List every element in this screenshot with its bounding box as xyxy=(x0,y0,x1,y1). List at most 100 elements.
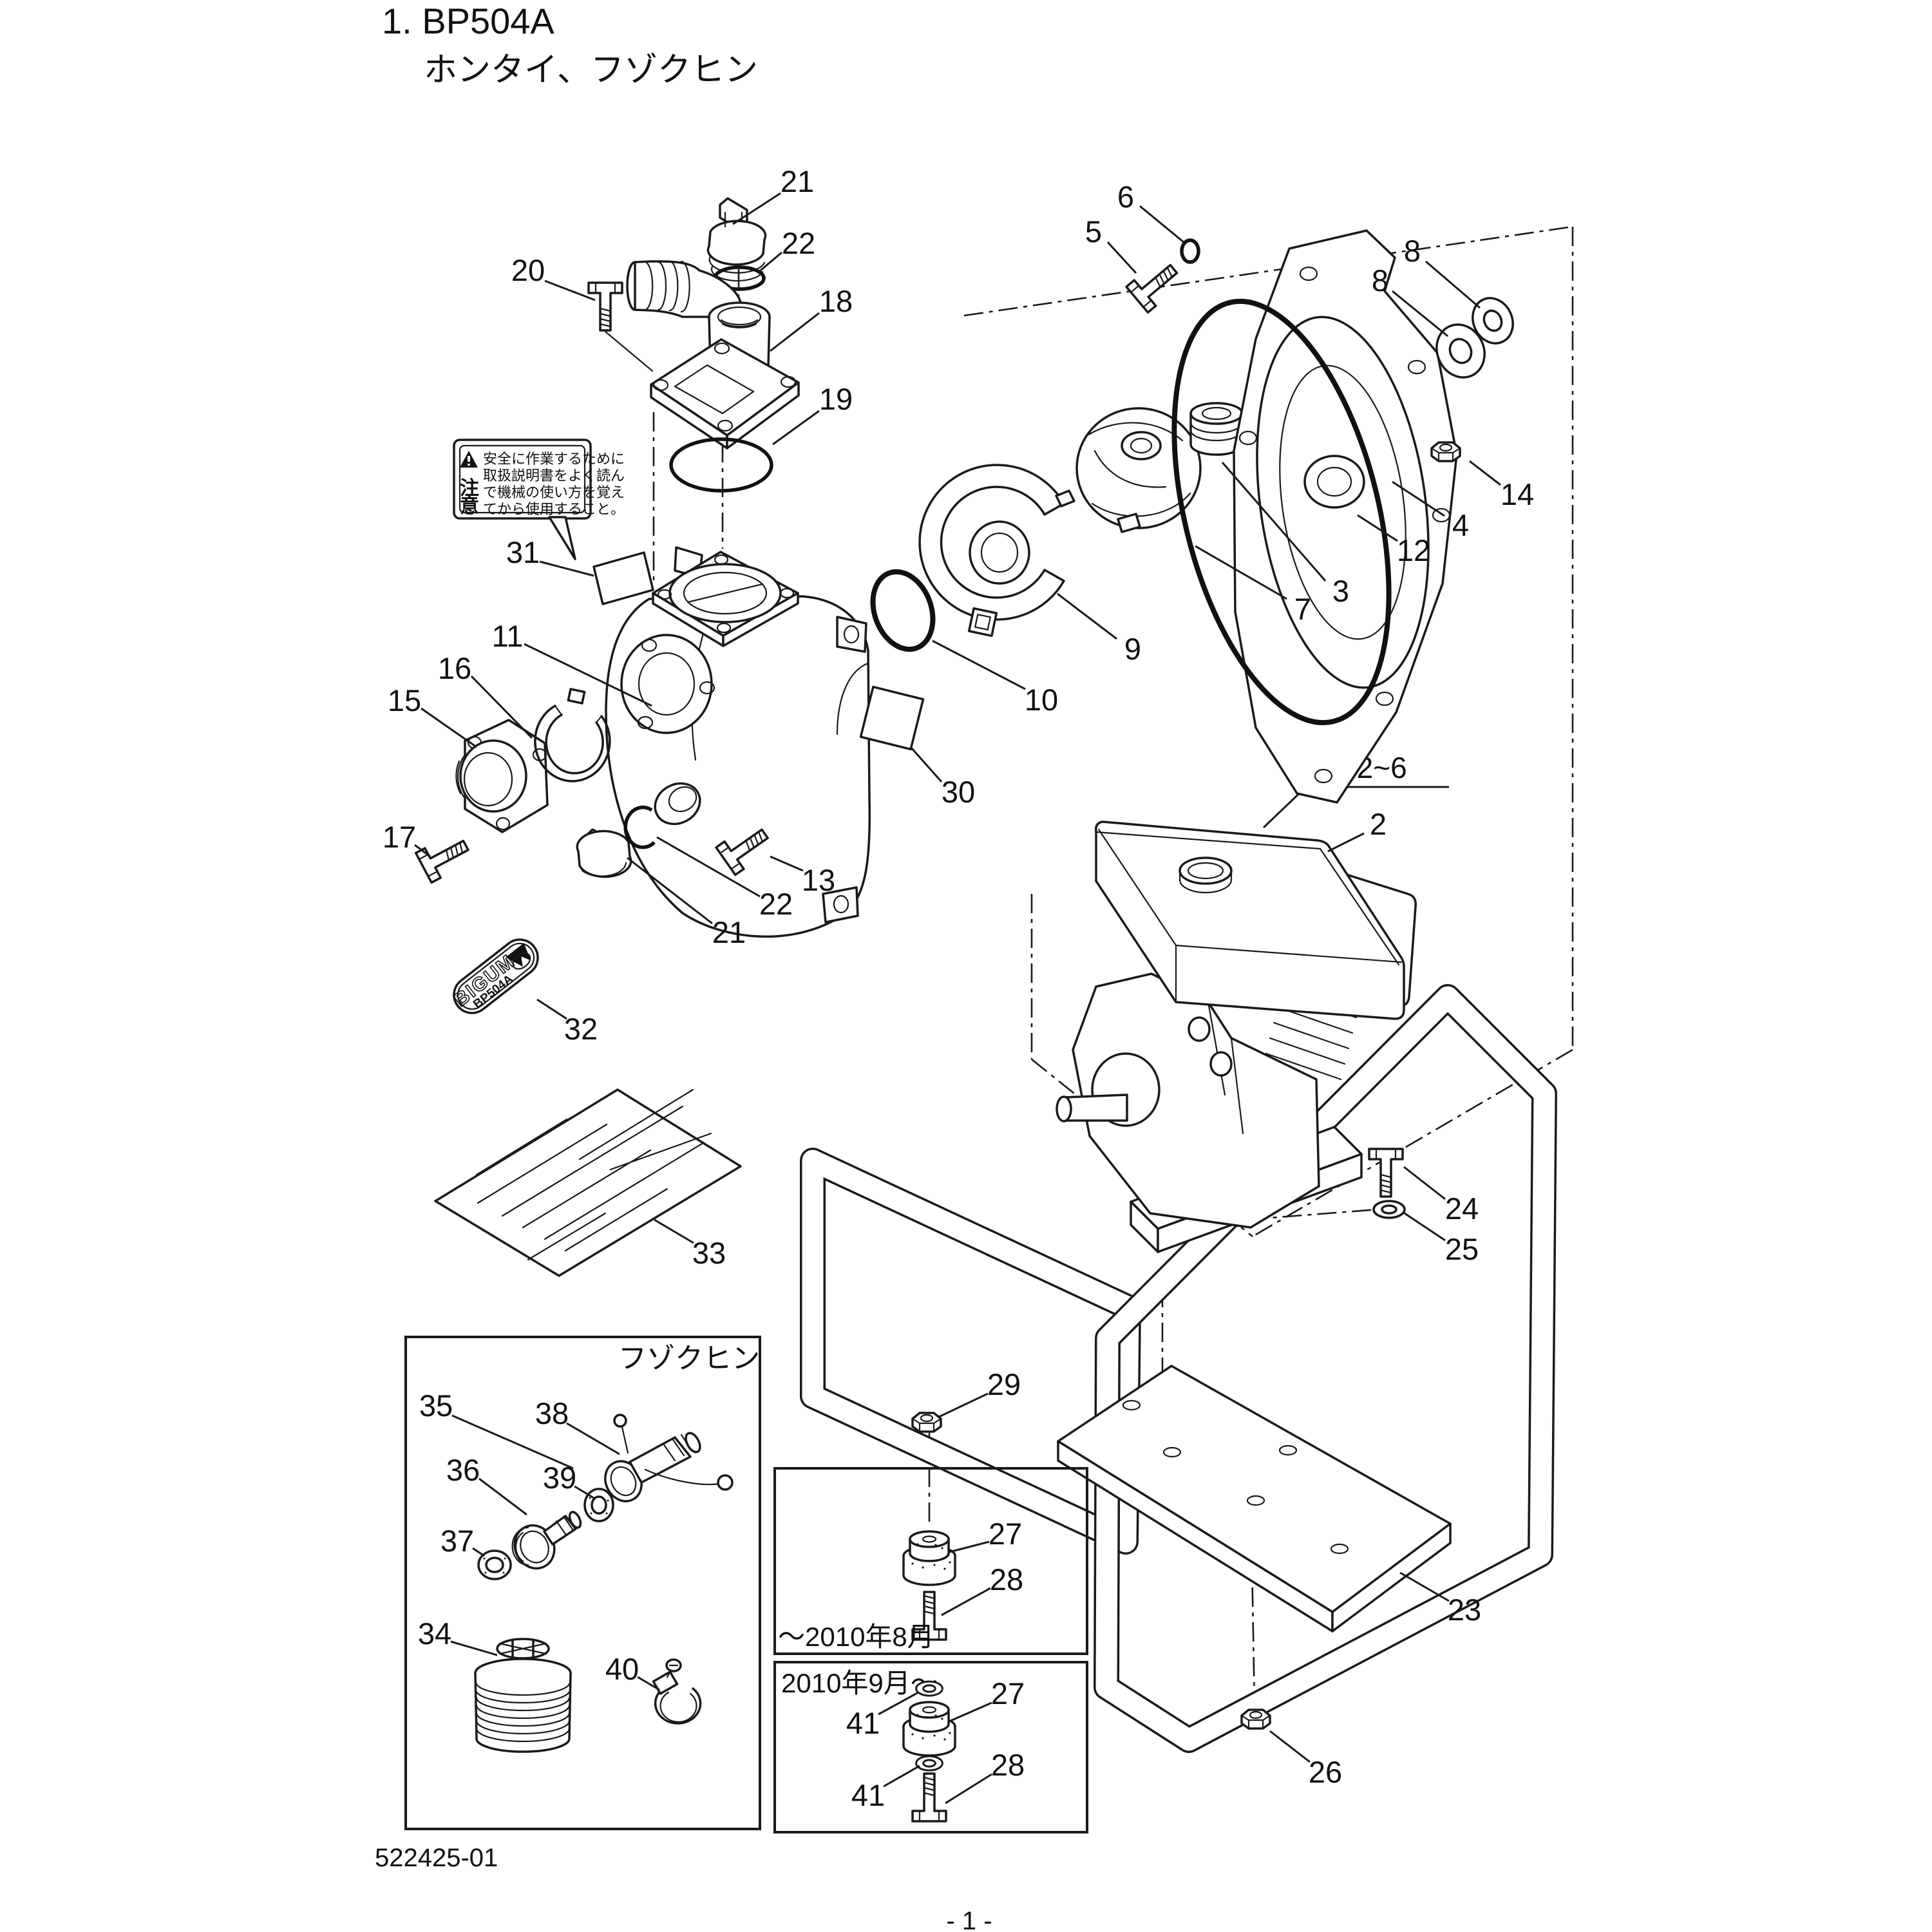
leader-line-35 xyxy=(451,1414,574,1470)
callout-label-19: 19 xyxy=(819,382,853,416)
leader-line-41 xyxy=(883,1765,920,1788)
callout-label-13: 13 xyxy=(802,863,835,897)
o-ring-19 xyxy=(669,437,773,493)
leader-line-23 xyxy=(1399,1571,1450,1602)
document-number: 522425-01 xyxy=(375,1844,498,1872)
callout-label-16: 16 xyxy=(438,651,471,685)
leader-line-13 xyxy=(770,855,804,872)
washer-41-a xyxy=(915,1680,943,1697)
leader-line-6 xyxy=(1139,205,1184,243)
callout-label-25: 25 xyxy=(1445,1232,1479,1266)
leader-line-41 xyxy=(878,1691,919,1716)
warning-line-2: 取扱説明書をよく読ん xyxy=(483,468,625,484)
inset-box-until-2010-08: ～2010年8月 xyxy=(773,1467,1088,1655)
leader-line-8 xyxy=(1392,290,1448,337)
leader-line-27 xyxy=(949,1540,990,1553)
leader-line-14 xyxy=(1469,460,1501,486)
instruction-sheet-33 xyxy=(434,1088,742,1277)
leader-line-22 xyxy=(656,836,761,898)
discharge-elbow-assembly xyxy=(587,197,800,493)
page-subtitle: ホンタイ、フゾクヒン xyxy=(424,52,758,89)
leader-line-24 xyxy=(1403,1166,1446,1200)
nut-26 xyxy=(1240,1709,1271,1730)
accessories-title: フゾクヒン xyxy=(618,1343,760,1374)
inset-a-caption: ～2010年8月 xyxy=(778,1622,934,1652)
nut-29 xyxy=(911,1412,942,1433)
callout-label-6: 6 xyxy=(1117,180,1134,214)
callout-label-26: 26 xyxy=(1309,1755,1342,1789)
callout-label-23: 23 xyxy=(1448,1593,1481,1627)
pump-inlet-flange xyxy=(652,551,799,647)
bolt-17 xyxy=(414,829,475,884)
leader-line-10 xyxy=(932,639,1026,690)
packing-37 xyxy=(477,1549,512,1580)
o-ring-6 xyxy=(1180,238,1200,264)
callout-label-32: 32 xyxy=(564,1012,598,1046)
o-ring-10 xyxy=(870,569,936,652)
frame-23 xyxy=(800,984,1557,1753)
callout-label-34: 34 xyxy=(418,1616,451,1651)
callout-label-8: 8 xyxy=(1372,263,1388,298)
washer-25 xyxy=(1372,1200,1406,1219)
caution-char-2: 意 xyxy=(460,495,479,517)
leader-line-9 xyxy=(1057,592,1117,640)
suction-flange-15 xyxy=(455,719,549,833)
callout-label-28: 28 xyxy=(990,1562,1023,1596)
callout-label-7: 7 xyxy=(1294,592,1311,626)
callout-label-15: 15 xyxy=(388,683,421,717)
leader-line-25 xyxy=(1402,1211,1446,1242)
bolt-24 xyxy=(1368,1148,1404,1198)
callout-label-9: 9 xyxy=(1124,632,1141,666)
strainer-34 xyxy=(474,1638,572,1753)
callout-label-40: 40 xyxy=(605,1652,639,1686)
callout-label-37: 37 xyxy=(440,1524,474,1558)
callout-label-10: 10 xyxy=(1025,683,1058,717)
washer-41-b xyxy=(915,1755,943,1772)
leader-line-29 xyxy=(938,1392,989,1418)
callout-label-36: 36 xyxy=(446,1453,480,1487)
callout-label-27: 27 xyxy=(989,1517,1022,1551)
leader-line-4 xyxy=(1392,480,1445,517)
leader-line-15 xyxy=(421,707,477,748)
warning-label-31: 注 意 安全に作業するために 取扱説明書をよく読ん で機械の使い方を覚え てから… xyxy=(453,439,654,605)
accessories-box: フゾクヒン xyxy=(404,1336,761,1830)
callout-label-27: 27 xyxy=(991,1676,1025,1710)
o-ring-12 xyxy=(1171,298,1392,726)
warning-line-4: てから使用すること。 xyxy=(483,501,625,517)
callout-label-14: 14 xyxy=(1501,477,1534,511)
callout-label-35: 35 xyxy=(419,1388,453,1423)
hose-clamp-40 xyxy=(652,1658,702,1725)
callout-label-17: 17 xyxy=(383,820,416,854)
plug-21-top xyxy=(706,197,767,282)
callout-label-22: 22 xyxy=(782,226,815,260)
o-ring-22-lower xyxy=(623,805,656,849)
callout-label-12: 12 xyxy=(1397,533,1430,567)
callout-label-5: 5 xyxy=(1085,214,1102,249)
engine-2 xyxy=(1056,820,1417,1253)
washer-8-left xyxy=(1435,323,1486,379)
bolt-28-b xyxy=(911,1772,947,1823)
callout-label-39: 39 xyxy=(543,1461,576,1495)
inset-box-from-2010-09: 2010年9月～ xyxy=(773,1661,1088,1833)
leader-line-37 xyxy=(472,1547,485,1557)
callout-label-31: 31 xyxy=(506,535,540,569)
leader-line-18 xyxy=(770,312,820,352)
hose-coupling-36 xyxy=(511,1511,582,1570)
leader-line-16 xyxy=(470,675,533,739)
leader-line-36 xyxy=(478,1477,527,1516)
callout-label-11: 11 xyxy=(492,619,524,653)
callout-label-28: 28 xyxy=(991,1748,1025,1782)
warning-line-3: で機械の使い方を覚え xyxy=(483,484,625,500)
callout-label-4: 4 xyxy=(1452,508,1469,542)
warning-sticker xyxy=(592,551,654,605)
callout-label-38: 38 xyxy=(535,1396,569,1430)
leader-line-34 xyxy=(450,1640,498,1656)
inset-b-caption: 2010年9月～ xyxy=(781,1668,938,1698)
caution-char-1: 注 xyxy=(460,478,479,499)
impeller-cover-9 xyxy=(918,464,1075,638)
gasket-16 xyxy=(534,688,611,782)
sticker-30 xyxy=(859,685,925,751)
leader-line-3 xyxy=(1221,462,1327,582)
leader-line-26 xyxy=(1269,1730,1311,1763)
